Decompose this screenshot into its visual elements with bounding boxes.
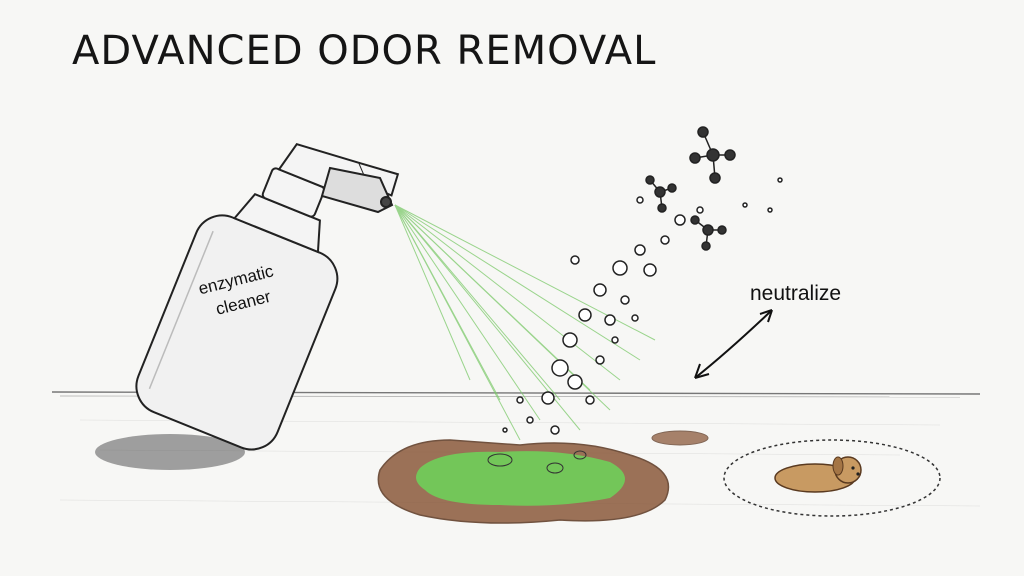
nozzle-icon (320, 166, 394, 214)
bubbles (502, 177, 783, 435)
molecule-icon (645, 126, 736, 251)
pet-icon (723, 439, 941, 517)
bottle-shadow (95, 434, 245, 470)
page-title: ADVANCED ODOR REMOVAL (72, 28, 657, 74)
neutralize-label: neutralize (750, 282, 842, 305)
stain-puddle (377, 430, 709, 524)
spray-mist (394, 204, 656, 441)
double-arrow-icon (694, 309, 773, 379)
spray-bottle-icon (135, 143, 400, 451)
